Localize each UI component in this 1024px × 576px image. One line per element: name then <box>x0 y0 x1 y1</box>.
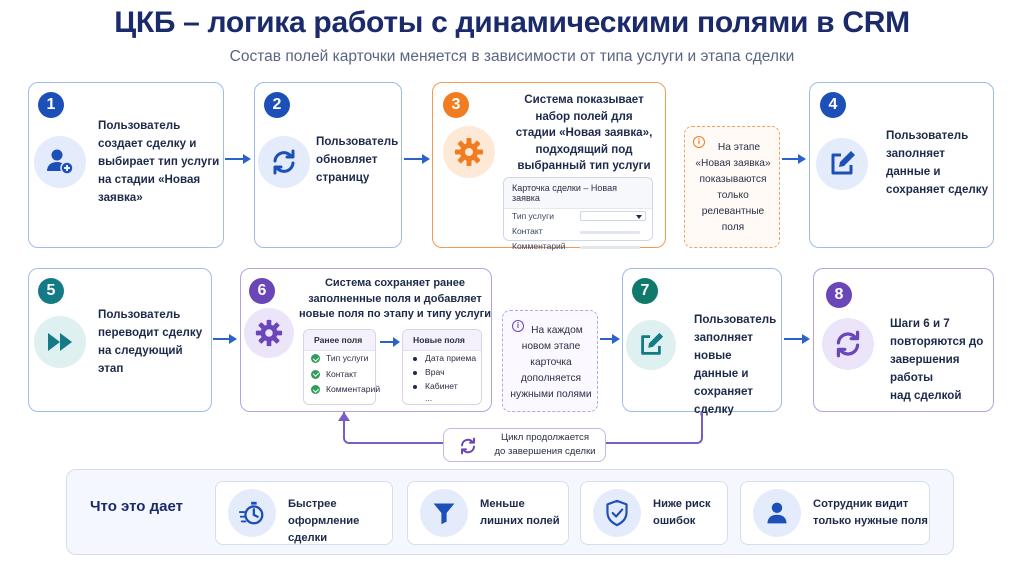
edit-icon <box>816 138 868 190</box>
new-fields-header: Новые поля <box>403 330 481 351</box>
gear-icon <box>443 126 495 178</box>
list-item: Дата приема <box>403 351 481 365</box>
list-item: Комментарий <box>304 382 380 398</box>
arrow-2-3 <box>404 154 430 164</box>
form-field: Контакт <box>504 224 652 239</box>
check-icon <box>311 385 320 394</box>
cycle-icon <box>458 436 478 461</box>
arrow-7-8 <box>784 334 810 344</box>
list-item: Кабинет <box>403 379 481 393</box>
refresh-icon <box>258 136 310 188</box>
arrow-6-7 <box>600 334 620 344</box>
gear-icon <box>244 308 294 358</box>
user-icon <box>753 489 801 537</box>
earlier-fields-header: Ранее поля <box>304 330 375 351</box>
arrow-1-2 <box>225 154 251 164</box>
page-subtitle: Состав полей карточки меняется в зависим… <box>229 48 795 65</box>
new-fields-list: Новые поля Дата приема Врач Кабинет ... <box>402 329 482 405</box>
step-7-badge: 7 <box>632 278 658 304</box>
shield-check-icon <box>593 489 641 537</box>
step-2-badge: 2 <box>264 92 290 118</box>
stopwatch-icon <box>228 489 276 537</box>
step-3-badge: 3 <box>443 92 469 118</box>
list-item: Контакт <box>304 367 375 383</box>
earlier-fields-list: Ранее поля Тип услуги Контакт Комментари… <box>303 329 380 405</box>
filter-icon <box>420 489 468 537</box>
info-icon: i <box>512 320 524 332</box>
edit-icon <box>626 320 676 370</box>
step-5-badge: 5 <box>38 278 64 304</box>
info-icon: i <box>693 136 705 148</box>
arrow-5-6 <box>213 334 237 344</box>
step-1-badge: 1 <box>38 92 64 118</box>
step-6-badge: 6 <box>249 278 275 304</box>
check-icon <box>311 354 320 363</box>
page-title: ЦКБ – логика работы с динамическими поля… <box>114 6 910 39</box>
step-8-badge: 8 <box>826 282 852 308</box>
cycle-icon <box>822 318 874 370</box>
form-field: Тип услуги <box>504 209 652 224</box>
loop-arrowhead <box>338 412 350 421</box>
arrow-3-4 <box>782 154 806 164</box>
list-item: ... <box>425 393 433 403</box>
list-item: Врач <box>403 365 481 379</box>
chevron-down-icon <box>580 211 646 221</box>
fast-forward-icon <box>34 316 86 368</box>
benefits-label: Что это дает <box>90 498 183 515</box>
step-4-badge: 4 <box>820 92 846 118</box>
form-field: Комментарий <box>504 239 652 254</box>
card-form-preview: Карточка сделки – Новая заявка Тип услуг… <box>503 177 653 251</box>
arrow-earlier-to-new <box>380 341 394 343</box>
list-item: Тип услуги <box>304 351 375 367</box>
check-icon <box>311 369 320 379</box>
card-form-title: Карточка сделки – Новая заявка <box>504 178 652 209</box>
add-user-icon <box>34 136 86 188</box>
